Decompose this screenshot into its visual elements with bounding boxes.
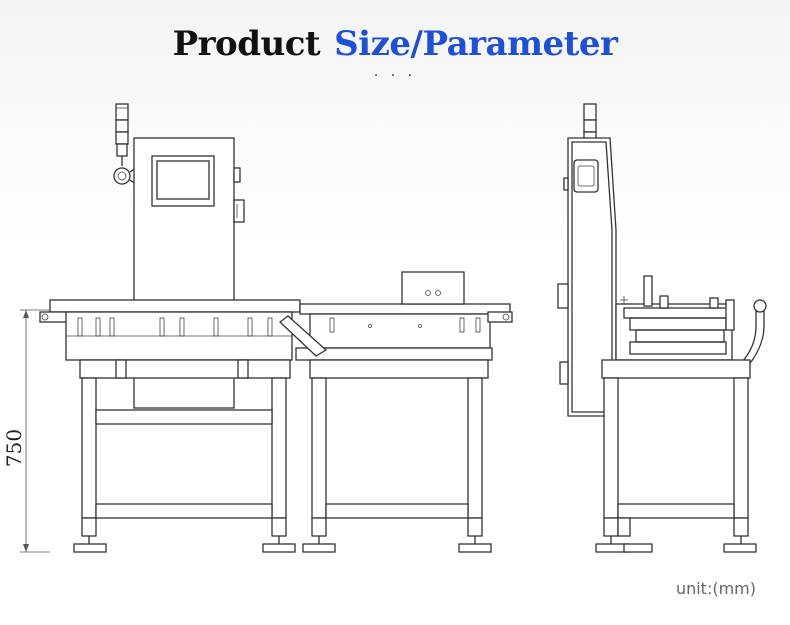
front-view (39, 103, 513, 553)
height-dimension-value: 750 (2, 429, 26, 467)
side-view (557, 103, 767, 553)
title-word-size-parameter: Size/Parameter (334, 24, 618, 64)
title-ellipsis: · · · (373, 68, 417, 84)
height-dimension: 750 (2, 309, 50, 553)
page-title: Product Size/Parameter (0, 24, 790, 64)
unit-label: unit:(mm) (675, 579, 756, 598)
title-word-product: Product (172, 24, 321, 64)
front-right-stand (302, 359, 492, 553)
front-left-stand (73, 359, 296, 553)
side-stand (595, 359, 757, 553)
signal-tower-icon (113, 103, 137, 185)
front-conveyor (39, 271, 513, 361)
side-conveyor (615, 275, 767, 367)
